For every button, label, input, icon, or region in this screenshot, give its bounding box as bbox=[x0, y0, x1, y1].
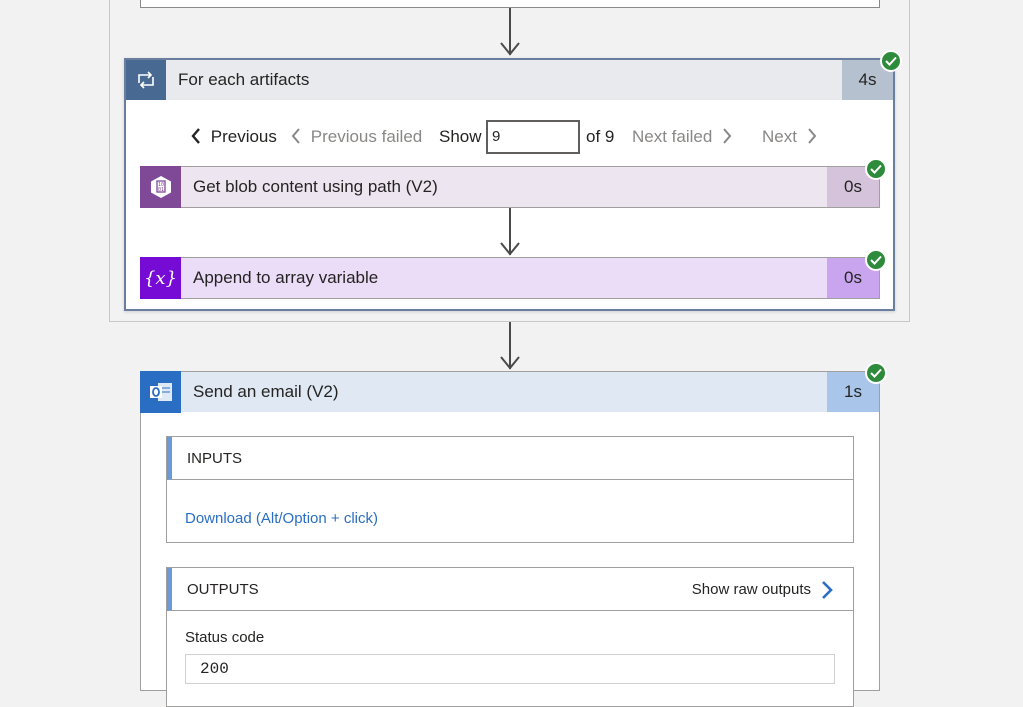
chevron-right-icon bbox=[822, 580, 833, 599]
action-append-to-array[interactable]: {x} Append to array variable 0s bbox=[140, 257, 880, 299]
download-inputs-link[interactable]: Download (Alt/Option + click) bbox=[185, 510, 378, 527]
previous-label: Previous bbox=[210, 127, 277, 146]
iteration-input[interactable]: 9 bbox=[486, 120, 580, 154]
inputs-label: INPUTS bbox=[187, 450, 243, 467]
previous-action-card[interactable] bbox=[140, 0, 880, 8]
success-check-icon bbox=[865, 158, 887, 180]
chevron-left-icon bbox=[291, 128, 300, 144]
send-email-header[interactable]: Send an email (V2) 1s bbox=[140, 371, 879, 413]
next-failed-label: Next failed bbox=[632, 127, 713, 146]
show-raw-outputs-button[interactable]: Show raw outputs bbox=[692, 568, 833, 611]
foreach-title: For each artifacts bbox=[178, 70, 310, 89]
action-title: Append to array variable bbox=[193, 268, 379, 287]
success-check-icon bbox=[865, 249, 887, 271]
inputs-section: INPUTS Download (Alt/Option + click) bbox=[166, 436, 854, 543]
success-check-icon bbox=[880, 50, 902, 72]
previous-failed-label: Previous failed bbox=[310, 127, 423, 146]
foreach-duration: 4s bbox=[842, 60, 893, 100]
inputs-header: INPUTS bbox=[167, 437, 853, 480]
variable-icon: {x} bbox=[140, 257, 181, 299]
next-label: Next bbox=[762, 127, 797, 146]
chevron-left-icon bbox=[191, 128, 200, 144]
action-title: Get blob content using path (V2) bbox=[193, 177, 438, 196]
foreach-header[interactable]: For each artifacts 4s bbox=[126, 60, 893, 100]
connector-arrow bbox=[500, 322, 520, 372]
send-email-title: Send an email (V2) bbox=[193, 382, 339, 401]
status-code-label: Status code bbox=[185, 629, 265, 646]
loop-icon bbox=[126, 60, 166, 100]
outputs-header: OUTPUTS Show raw outputs bbox=[167, 568, 853, 611]
status-code-value: 200 bbox=[185, 654, 835, 684]
of-total-label: of 9 bbox=[586, 127, 615, 146]
action-duration: 0s bbox=[827, 167, 879, 207]
send-email-card[interactable]: Send an email (V2) 1s INPUTS Download (A… bbox=[140, 371, 880, 707]
iteration-pager: Previous Previous failed Show 9 of 9 Nex… bbox=[126, 120, 893, 154]
svg-text:10: 10 bbox=[158, 182, 164, 188]
next-failed-button[interactable]: Next failed bbox=[632, 120, 733, 154]
show-label: Show bbox=[439, 127, 482, 146]
connector-arrow bbox=[500, 208, 520, 258]
chevron-right-icon bbox=[807, 128, 817, 144]
success-check-icon bbox=[865, 362, 887, 384]
show-raw-outputs-label: Show raw outputs bbox=[691, 581, 811, 598]
outputs-section: OUTPUTS Show raw outputs Status code 200 bbox=[166, 567, 854, 707]
previous-failed-button[interactable]: Previous failed bbox=[290, 120, 422, 154]
connector-arrow bbox=[500, 8, 520, 58]
previous-button[interactable]: Previous bbox=[190, 120, 277, 154]
chevron-right-icon bbox=[723, 128, 732, 144]
svg-text:01: 01 bbox=[158, 187, 164, 193]
outlook-icon bbox=[140, 371, 181, 413]
outputs-label: OUTPUTS bbox=[187, 581, 259, 598]
next-button[interactable]: Next bbox=[762, 120, 818, 154]
